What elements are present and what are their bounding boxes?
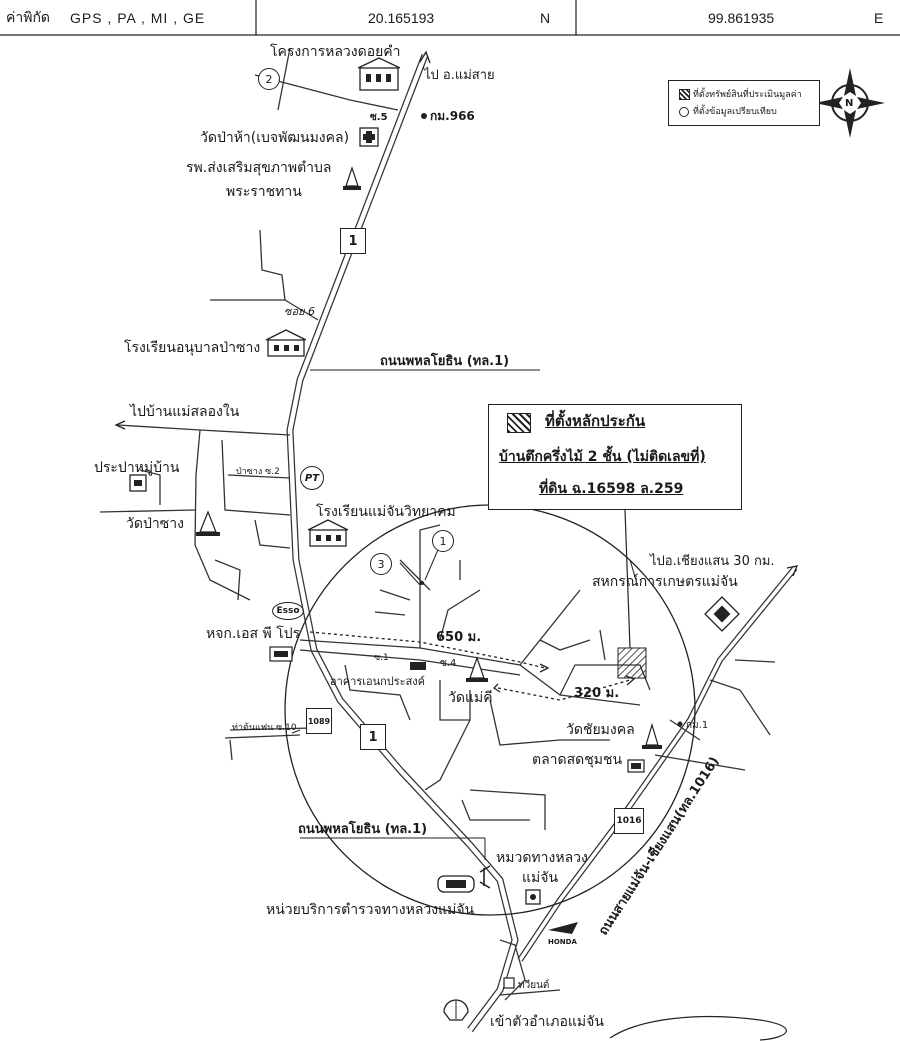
police-post-icon bbox=[437, 875, 475, 893]
collateral-pointer bbox=[624, 509, 631, 649]
label-soi-6: ซอย 6 bbox=[284, 305, 316, 318]
label-soi-4: ซ.4 bbox=[440, 658, 457, 669]
km1-marker-icon bbox=[677, 721, 683, 727]
multi-purpose-building-icon bbox=[410, 662, 426, 670]
collateral-building: บ้านตึกครึ่งไม้ 2 ชั้น (ไม่ติดเลขที่) bbox=[499, 449, 706, 465]
label-soi-5: ซ.5 bbox=[370, 112, 388, 123]
label-to-chiang-saen: ไปอ.เชียงแสน 30 กม. bbox=[650, 554, 775, 569]
checkpoint-bracket-icon bbox=[479, 865, 491, 889]
label-pa-sang-soi-2: ป่าซาง ซ.2 bbox=[236, 467, 280, 477]
honda-wing-icon bbox=[548, 922, 578, 934]
label-doi-kham: โครงการหลวงดอยคำ bbox=[270, 44, 401, 60]
label-soi-1: ซ.1 bbox=[374, 653, 389, 663]
doi-kham-building-icon bbox=[357, 57, 401, 91]
coord-label: ค่าพิกัด bbox=[6, 9, 51, 25]
compass-north-label: N bbox=[845, 98, 854, 109]
wat-pa-ha-cross-icon bbox=[359, 127, 379, 147]
label-agri-coop: สหกรณ์การเกษตรแม่จัน bbox=[592, 574, 738, 590]
kindergarten-school-icon bbox=[265, 329, 307, 357]
legend-hatch-swatch bbox=[679, 89, 690, 100]
header-grid bbox=[0, 0, 900, 36]
legend-comparable-label: ที่ตั้งข้อมูลเปรียบเทียบ bbox=[693, 107, 777, 117]
road-tha-ton bbox=[224, 734, 301, 739]
label-wat-pa-sang: วัดป่าซาง bbox=[126, 516, 184, 532]
road-doi-kham bbox=[254, 74, 399, 111]
label-to-mae-sai: ไป อ.แม่สาย bbox=[424, 68, 495, 83]
legend-subject-label: ที่ตั้งทรัพย์สินที่ประเมินมูลค่า bbox=[693, 90, 802, 100]
label-hospital-line2: พระราชทาน bbox=[226, 184, 302, 200]
highway-1016-shield: 1016 bbox=[614, 808, 644, 834]
label-mae-chan: แม่จัน bbox=[522, 870, 559, 886]
route-650m bbox=[309, 631, 546, 669]
longitude-direction: E bbox=[874, 10, 884, 26]
coordinate-header: ค่าพิกัด GPS , PA , MI , GE 20.165193 N … bbox=[0, 0, 900, 36]
label-multi-purpose-building: อาคารเอนกประสงค์ bbox=[330, 675, 426, 688]
shell-logo-icon bbox=[443, 999, 469, 1021]
sp-pro-building-icon bbox=[269, 646, 293, 662]
highway-1089-shield: 1089 bbox=[306, 708, 332, 734]
legend-box: ที่ตั้งทรัพย์สินที่ประเมินมูลค่า ที่ตั้ง… bbox=[668, 80, 820, 126]
label-water-supply: ประปาหมู่บ้าน bbox=[94, 460, 180, 476]
water-supply-icon bbox=[129, 474, 147, 492]
latitude-value: 20.165193 bbox=[368, 10, 435, 26]
label-hospital-line1: รพ.ส่งเสริมสุขภาพตำบล bbox=[186, 160, 332, 176]
label-wat-mae-kee: วัดแม่คี bbox=[448, 690, 493, 706]
longitude-value: 99.861935 bbox=[708, 10, 775, 26]
label-wat-chai-mongkol: วัดชัยมงคล bbox=[566, 722, 635, 738]
legend-circle-swatch bbox=[679, 107, 689, 117]
label-distance-650: 650 ม. bbox=[436, 630, 482, 645]
label-to-town: เข้าตัวอำเภอแม่จัน bbox=[490, 1014, 604, 1030]
label-kindergarten: โรงเรียนอนุบาลป่าซาง bbox=[124, 340, 261, 356]
label-to-mae-salong: ไปบ้านแม่สลองใน bbox=[130, 404, 240, 420]
label-phahonyothin-1: ถนนพหลโยธิน (ทล.1) bbox=[380, 354, 510, 369]
label-highway-district: หมวดทางหลวง bbox=[496, 850, 588, 866]
school-mae-chan-icon bbox=[307, 519, 349, 547]
label-honda: HONDA bbox=[548, 938, 577, 946]
compass-icon bbox=[815, 68, 885, 138]
highway-district-icon bbox=[525, 889, 541, 905]
label-highway-police: หน่วยบริการตำรวจทางหลวงแม่จัน bbox=[266, 902, 475, 918]
esso-logo: Esso bbox=[272, 602, 304, 620]
collateral-hatch-swatch bbox=[507, 413, 531, 433]
collateral-deed: ที่ดิน ฉ.16598 ล.259 bbox=[539, 481, 684, 497]
highway-1-shield-mid: 1 bbox=[360, 724, 386, 750]
highway-1-shield-top: 1 bbox=[340, 228, 366, 254]
collateral-info-box: ที่ตั้งหลักประกัน บ้านตึกครึ่งไม้ 2 ชั้น… bbox=[488, 404, 742, 510]
coop-icon bbox=[704, 596, 740, 632]
label-tawee-yon: ทวียนต์ bbox=[518, 980, 550, 991]
comparable-marker-1: 1 bbox=[432, 530, 454, 552]
wat-mae-kee-stupa-icon bbox=[466, 656, 488, 682]
collateral-parcel bbox=[617, 647, 647, 679]
hospital-stupa-icon bbox=[343, 166, 361, 190]
label-school-mae-chan: โรงเรียนแม่จันวิทยาคม bbox=[316, 504, 456, 520]
tawee-icon bbox=[503, 977, 515, 989]
label-market: ตลาดสดชุมชน bbox=[532, 752, 623, 768]
comparable-marker-3: 3 bbox=[370, 553, 392, 575]
label-tha-ton-soi-10: ท่าต้นแฟน ซ.10 bbox=[232, 723, 297, 733]
wat-chai-stupa-icon bbox=[642, 722, 662, 749]
road-to-mae-salong bbox=[117, 424, 291, 436]
pt-station-logo: PT bbox=[300, 466, 324, 490]
label-km-966: กม.966 bbox=[430, 109, 475, 123]
label-phahonyothin-2: ถนนพหลโยธิน (ทล.1) bbox=[298, 822, 428, 837]
label-sp-pro: หจก.เอส พี โปร bbox=[206, 626, 301, 642]
market-icon bbox=[627, 759, 645, 773]
km-marker-icon bbox=[421, 113, 427, 119]
latitude-direction: N bbox=[540, 10, 551, 26]
comparable-marker-2: 2 bbox=[258, 68, 280, 90]
signature-mark bbox=[609, 1015, 787, 1041]
coord-systems: GPS , PA , MI , GE bbox=[70, 10, 206, 26]
collateral-title: ที่ตั้งหลักประกัน bbox=[545, 412, 646, 430]
label-km-1: กม.1 bbox=[686, 720, 709, 731]
label-wat-pa-ha: วัดป่าห้า(เบจพัฒนมงคล) bbox=[200, 130, 350, 146]
wat-pa-sang-stupa-icon bbox=[196, 510, 220, 536]
label-distance-320: 320 ม. bbox=[574, 686, 620, 701]
